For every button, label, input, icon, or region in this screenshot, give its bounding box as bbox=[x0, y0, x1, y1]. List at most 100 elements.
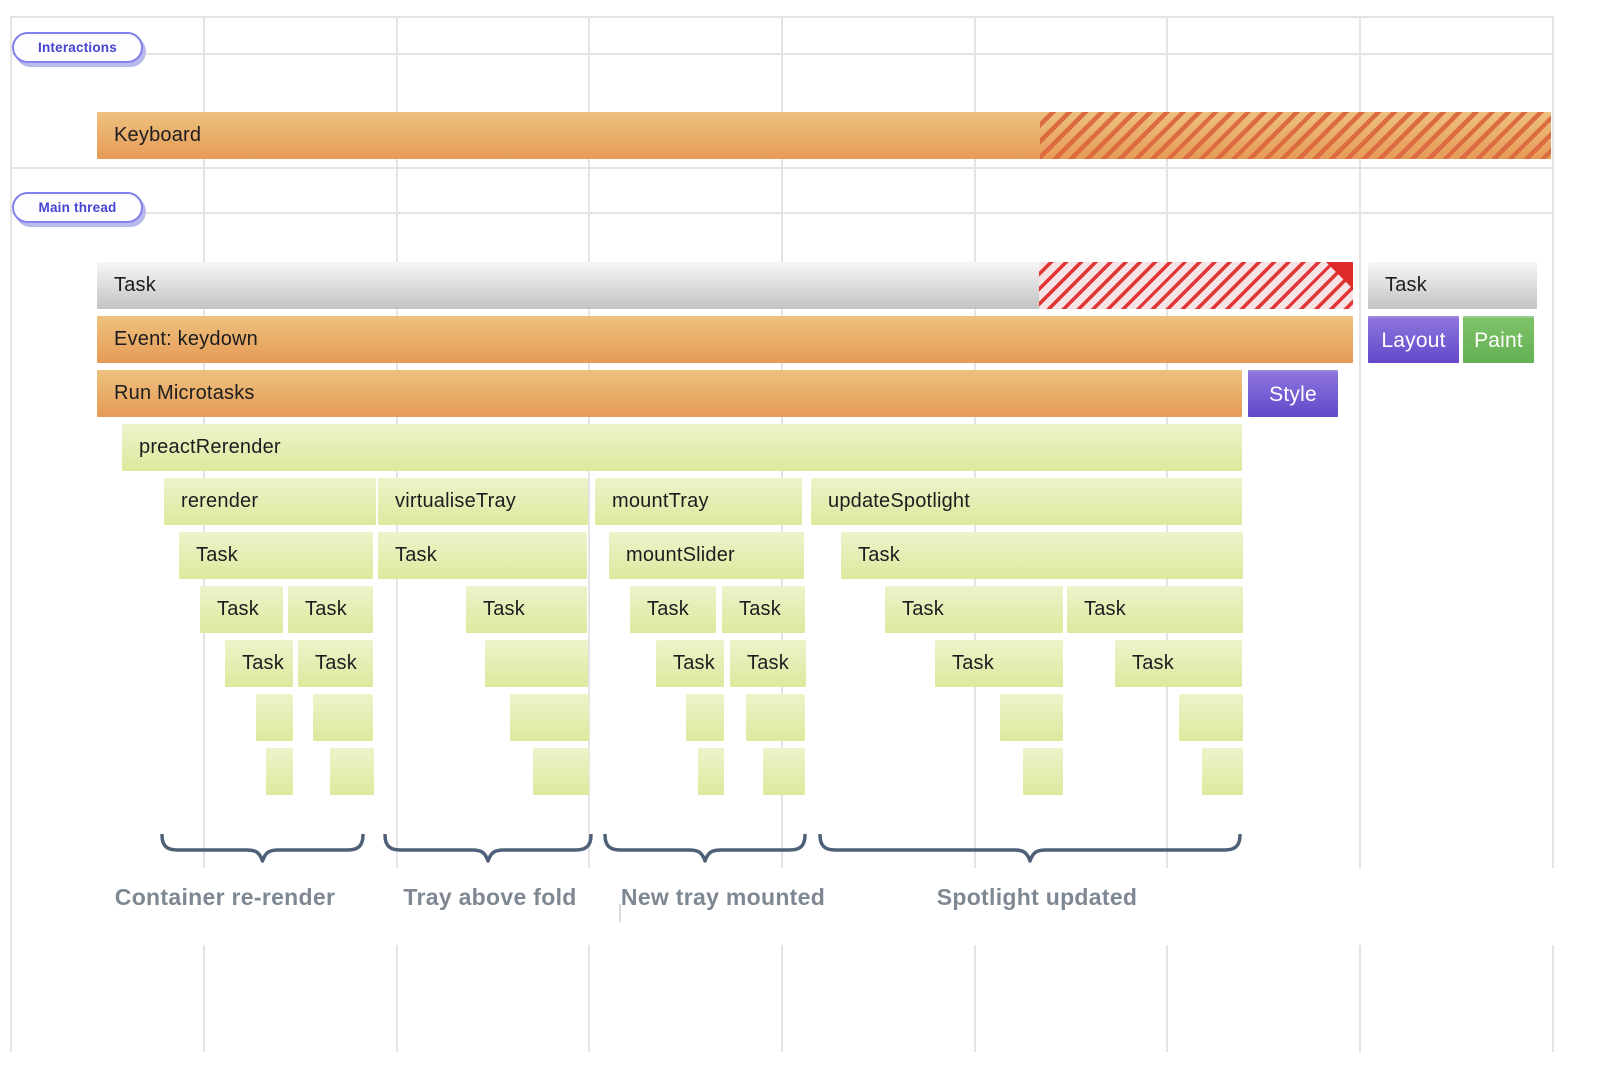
task-bar[interactable]: Task bbox=[722, 586, 805, 633]
frame-bar[interactable] bbox=[533, 748, 589, 795]
underbrace-icon bbox=[383, 833, 593, 863]
bar-label: Task bbox=[747, 652, 789, 674]
frame-bar[interactable] bbox=[686, 694, 724, 741]
task-bar[interactable]: Task bbox=[935, 640, 1063, 687]
underbrace-icon bbox=[818, 833, 1242, 863]
bar-label: Task bbox=[305, 598, 347, 620]
style-block[interactable]: Style bbox=[1248, 370, 1338, 417]
bar-label: mountTray bbox=[612, 490, 709, 512]
underbrace-icon bbox=[160, 833, 365, 863]
gridline-vertical bbox=[10, 16, 12, 1052]
interactions-track-pill[interactable]: Interactions bbox=[12, 32, 143, 63]
task-bar[interactable]: Task bbox=[466, 586, 587, 633]
bar-label: Task bbox=[1132, 652, 1174, 674]
virtualise-tray-bar[interactable]: virtualiseTray bbox=[378, 478, 588, 525]
bar-label: Event: keydown bbox=[114, 328, 258, 350]
task-bar[interactable]: Task bbox=[656, 640, 724, 687]
bar-label: Task bbox=[647, 598, 689, 620]
annotation-brace bbox=[603, 833, 807, 864]
bar-label: Layout bbox=[1381, 328, 1446, 352]
bar-label: Task bbox=[217, 598, 259, 620]
bar-label: Task bbox=[1084, 598, 1126, 620]
task-bar[interactable]: Task bbox=[885, 586, 1063, 633]
annotation-label: Spotlight updated bbox=[936, 884, 1138, 910]
task-bar[interactable]: Task bbox=[1115, 640, 1242, 687]
main-thread-task-bar[interactable]: Task bbox=[97, 262, 1353, 309]
bar-label: Task bbox=[242, 652, 284, 674]
gridline-vertical bbox=[1166, 945, 1168, 1052]
annotation-brace bbox=[818, 833, 1242, 864]
long-task-corner-triangle bbox=[1326, 262, 1353, 289]
bar-label: Task bbox=[1385, 274, 1427, 296]
gridline-horizontal bbox=[10, 167, 1552, 169]
annotation-brace bbox=[160, 833, 365, 864]
frame-bar[interactable] bbox=[698, 748, 724, 795]
gridline-horizontal bbox=[10, 16, 1552, 18]
bar-label: rerender bbox=[181, 490, 259, 512]
task-bar[interactable]: Task bbox=[288, 586, 373, 633]
preact-rerender-bar[interactable]: preactRerender bbox=[122, 424, 1242, 471]
frame-bar[interactable] bbox=[256, 694, 293, 741]
bar-label: Task bbox=[902, 598, 944, 620]
task-bar[interactable]: Task bbox=[730, 640, 806, 687]
task-bar[interactable]: Task bbox=[841, 532, 1243, 579]
bar-label: updateSpotlight bbox=[828, 490, 971, 512]
underbrace-icon bbox=[603, 833, 807, 863]
bar-label: Task bbox=[483, 598, 525, 620]
task-bar[interactable]: Task bbox=[179, 532, 373, 579]
annotation-brace bbox=[383, 833, 593, 864]
gridline-vertical bbox=[203, 945, 205, 1052]
run-microtasks-bar[interactable]: Run Microtasks bbox=[97, 370, 1242, 417]
task-bar[interactable]: Task bbox=[200, 586, 283, 633]
main-thread-track-label: Main thread bbox=[38, 200, 117, 215]
update-spotlight-bar[interactable]: updateSpotlight bbox=[811, 478, 1242, 525]
task-bar[interactable]: Task bbox=[378, 532, 587, 579]
bar-label: Task bbox=[952, 652, 994, 674]
bar-label: mountSlider bbox=[626, 544, 735, 566]
offscreen-task-bar[interactable]: Task bbox=[1368, 262, 1537, 309]
pending-orange-hatch bbox=[1040, 112, 1551, 159]
bar-label: Keyboard bbox=[114, 124, 202, 146]
bar-label: virtualiseTray bbox=[395, 490, 516, 512]
frame-bar[interactable] bbox=[266, 748, 293, 795]
frame-bar[interactable] bbox=[763, 748, 805, 795]
frame-bar[interactable] bbox=[1179, 694, 1243, 741]
annotation-label: New tray mounted bbox=[620, 884, 826, 910]
frame-bar[interactable] bbox=[485, 640, 588, 687]
gridline-vertical bbox=[1552, 945, 1554, 1052]
bar-label: Paint bbox=[1474, 328, 1523, 352]
keyboard-interaction-bar[interactable]: Keyboard bbox=[97, 112, 1551, 159]
paint-block[interactable]: Paint bbox=[1463, 316, 1534, 363]
frame-bar[interactable] bbox=[1202, 748, 1243, 795]
frame-bar[interactable] bbox=[1000, 694, 1063, 741]
frame-bar[interactable] bbox=[510, 694, 589, 741]
gridline-vertical bbox=[1359, 945, 1361, 1052]
task-bar[interactable]: Task bbox=[298, 640, 373, 687]
task-bar[interactable]: Task bbox=[1067, 586, 1243, 633]
interactions-track-label: Interactions bbox=[38, 40, 117, 55]
bar-label: Task bbox=[395, 544, 437, 566]
overrun-red-hatch bbox=[1039, 262, 1353, 309]
frame-bar[interactable] bbox=[746, 694, 805, 741]
frame-bar[interactable] bbox=[330, 748, 374, 795]
gridline-vertical bbox=[1359, 16, 1361, 868]
task-bar[interactable]: Task bbox=[630, 586, 716, 633]
gridline-horizontal bbox=[10, 212, 1552, 214]
bar-label: Task bbox=[196, 544, 238, 566]
main-thread-track-pill[interactable]: Main thread bbox=[12, 192, 143, 223]
gridline-horizontal bbox=[10, 53, 1552, 55]
mount-tray-bar[interactable]: mountTray bbox=[595, 478, 802, 525]
layout-block[interactable]: Layout bbox=[1368, 316, 1459, 363]
gridline-vertical bbox=[396, 945, 398, 1052]
gridline-vertical bbox=[974, 945, 976, 1052]
rerender-bar[interactable]: rerender bbox=[164, 478, 376, 525]
gridline-vertical bbox=[781, 945, 783, 1052]
bar-label: Task bbox=[114, 274, 156, 296]
mount-slider-bar[interactable]: mountSlider bbox=[609, 532, 804, 579]
event-keydown-bar[interactable]: Event: keydown bbox=[97, 316, 1353, 363]
task-bar[interactable]: Task bbox=[225, 640, 293, 687]
bar-label: Task bbox=[858, 544, 900, 566]
frame-bar[interactable] bbox=[313, 694, 373, 741]
caret-tick bbox=[619, 904, 621, 922]
frame-bar[interactable] bbox=[1023, 748, 1063, 795]
